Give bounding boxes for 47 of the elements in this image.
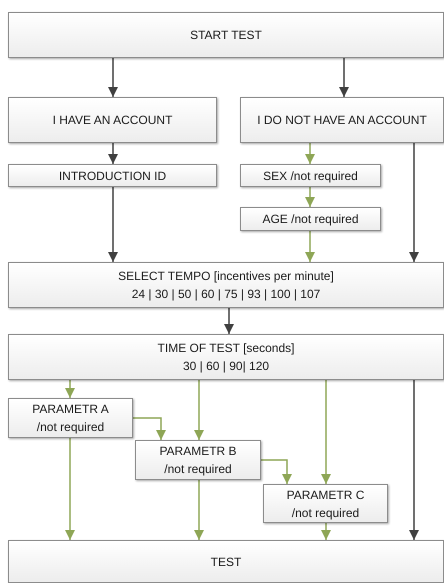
arrow xyxy=(339,58,349,97)
box-label: /not required xyxy=(292,504,360,522)
process-box xyxy=(263,484,388,523)
box-label: AGE /not required xyxy=(262,211,359,228)
box-label: TEST xyxy=(210,554,242,570)
arrow xyxy=(305,231,315,262)
box-label: /not required xyxy=(164,461,232,478)
process-box xyxy=(8,262,444,308)
arrow xyxy=(108,58,118,97)
arrow xyxy=(194,480,204,540)
arrow xyxy=(321,523,331,540)
box-label: 24 | 30 | 50 | 60 | 75 | 93 | 100 | 107 xyxy=(132,286,320,303)
process-box xyxy=(240,207,381,231)
box-label: INTRODUCTION ID xyxy=(58,168,166,184)
process-box xyxy=(135,440,261,480)
box-label: PARAMETR A xyxy=(32,401,109,418)
box-label: TIME OF TEST [seconds] xyxy=(158,340,294,357)
process-box xyxy=(240,164,381,187)
box-label: START TEST xyxy=(190,27,262,44)
arrow xyxy=(65,438,75,540)
arrow xyxy=(133,417,166,440)
process-box xyxy=(8,334,444,380)
box-label: 30 | 60 | 90| 120 xyxy=(182,358,270,375)
arrow xyxy=(409,143,419,262)
box-label: /not required xyxy=(36,419,104,436)
box-label: I HAVE AN ACCOUNT xyxy=(52,112,172,129)
process-box xyxy=(8,398,133,438)
arrow xyxy=(108,143,118,164)
arrow xyxy=(321,380,331,484)
box-label: PARAMETR C xyxy=(286,486,364,504)
box-label: SEX /not required xyxy=(263,168,358,184)
arrow xyxy=(305,143,315,164)
process-box xyxy=(8,164,217,187)
box-label: I DO NOT HAVE AN ACCOUNT xyxy=(257,112,427,129)
arrow xyxy=(65,380,75,398)
box-label: SELECT TEMPO [incentives per minute] xyxy=(118,268,334,285)
arrow xyxy=(224,308,234,334)
arrow xyxy=(409,380,419,540)
process-box xyxy=(240,97,444,143)
arrow xyxy=(194,380,204,440)
arrow xyxy=(261,459,292,484)
box-label: PARAMETR B xyxy=(159,443,237,460)
process-box xyxy=(8,12,444,58)
arrow xyxy=(108,187,118,262)
process-box xyxy=(8,97,217,143)
process-box xyxy=(8,540,444,583)
arrow xyxy=(305,187,315,207)
